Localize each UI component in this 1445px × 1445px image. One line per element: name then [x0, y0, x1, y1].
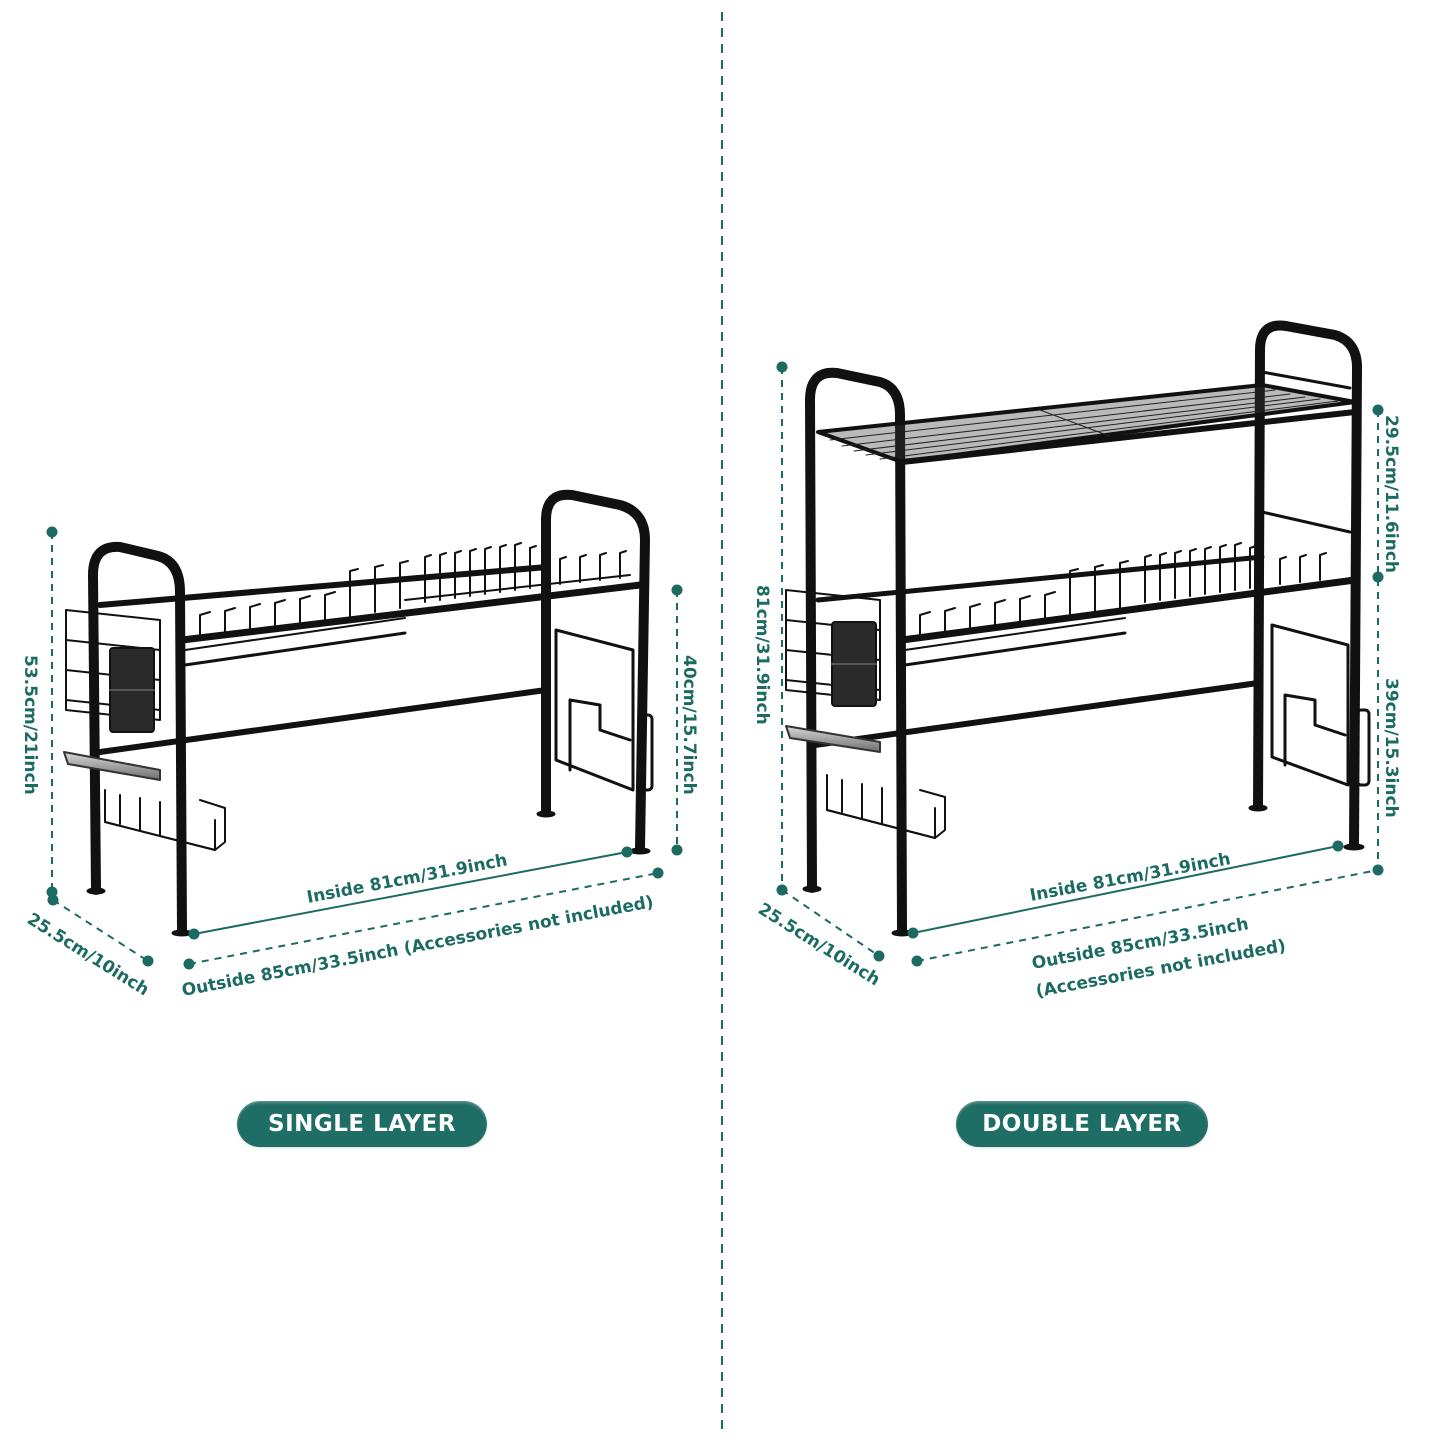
- single-layer-badge-text: SINGLE LAYER: [268, 1111, 456, 1137]
- double-depth-label: 25.5cm/10inch: [754, 899, 883, 990]
- double-inside-width-label: Inside 81cm/31.9inch: [1028, 849, 1232, 906]
- double-layer-rack-illustration: [785, 320, 1371, 937]
- double-upper-tier-height-label: 29.5cm/11.6inch: [1381, 415, 1401, 573]
- double-layer-badge: DOUBLE LAYER: [956, 1101, 1208, 1147]
- single-layer-rack-illustration: [63, 489, 654, 937]
- double-layer-badge-text: DOUBLE LAYER: [982, 1111, 1182, 1137]
- single-layer-dimension-lines: [46, 526, 683, 970]
- single-clearance-height-label: 40cm/15.7inch: [679, 655, 699, 795]
- single-layer-badge: SINGLE LAYER: [237, 1101, 487, 1147]
- double-clearance-height-label: 39cm/15.3inch: [1381, 678, 1401, 818]
- double-layer-dimension-lines: [776, 361, 1384, 967]
- single-outside-width-label: Outside 85cm/33.5inch (Accessories not i…: [180, 892, 655, 1001]
- single-total-height-label: 53.5cm/21inch: [20, 655, 40, 795]
- double-total-height-label: 81cm/31.9inch: [752, 585, 772, 725]
